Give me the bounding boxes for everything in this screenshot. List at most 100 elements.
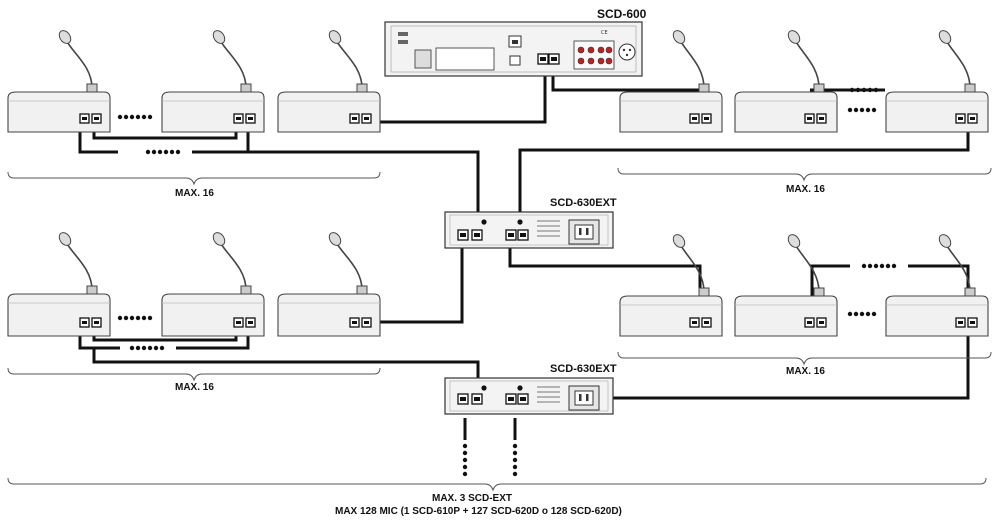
delegate-unit-body [619, 295, 723, 337]
dots-mid-right-row [847, 311, 877, 317]
gooseneck [219, 39, 247, 89]
ext-unit-input-ports [457, 393, 483, 405]
group-brackets [7, 167, 992, 492]
main-unit-output-ports [537, 53, 560, 65]
microphone-unit [885, 234, 989, 337]
microphone-base [964, 83, 976, 93]
gooseneck [65, 241, 93, 291]
main-unit-led [398, 40, 408, 44]
microphone-base [356, 83, 368, 93]
port-pin [82, 321, 87, 324]
bracket-mid-left [7, 367, 381, 382]
port-pin [364, 117, 369, 120]
ext-unit-output-ports [505, 229, 529, 241]
microphone-head-icon [58, 30, 72, 44]
ext-unit-output-ports [505, 393, 529, 405]
port-pin [248, 117, 253, 120]
main-unit-rca-jacks [577, 46, 613, 65]
main-unit-scd-600: CE SCD-600 [384, 7, 647, 77]
delegate-unit-body [619, 91, 723, 133]
dots-ext2-down-right [512, 443, 518, 477]
gooseneck [335, 39, 363, 89]
port-pin [958, 117, 963, 120]
ext-unit-led [517, 385, 523, 391]
port-pin [819, 117, 824, 120]
microphone-head-icon [787, 30, 801, 44]
dots-mid-left-row [117, 315, 153, 321]
delegate-unit-body [7, 293, 111, 337]
microphone-units [7, 30, 989, 337]
microphone-head-icon [672, 30, 686, 44]
dots-mid-left-cable [129, 345, 165, 351]
microphone-unit [734, 234, 838, 337]
microphone-head-icon [328, 30, 342, 44]
microphone-head-icon [212, 232, 226, 246]
microphone-unit [619, 30, 723, 133]
ext-unit-panel [449, 214, 609, 246]
microphone-unit [734, 30, 838, 133]
microphone-unit [619, 234, 723, 337]
microphone-head-icon [787, 234, 801, 248]
gooseneck [794, 39, 820, 89]
bracket-mid-right [617, 351, 992, 366]
microphone-head-icon [58, 232, 72, 246]
microphone-head-icon [212, 30, 226, 44]
group-label-top-left: MAX. 16 [175, 188, 214, 199]
main-unit-rca-block [573, 40, 615, 70]
bracket-top-right [617, 167, 992, 182]
port-pin [236, 117, 241, 120]
dots-top-left-row [117, 114, 153, 120]
ext-unit-panel [449, 380, 609, 412]
microphone-unit [161, 232, 265, 337]
delegate-unit-body [7, 91, 111, 133]
ext-unit-spec-lines [537, 386, 560, 403]
microphone-unit [277, 30, 381, 133]
delegate-unit-body [277, 91, 381, 133]
dots-top-right-row [847, 107, 877, 113]
continuation-dots [117, 87, 897, 477]
ext-unit-led [481, 219, 487, 225]
delegate-unit-body [277, 293, 381, 337]
ext-unit-label: SCD-630EXT [550, 363, 617, 375]
bracket-top-left [7, 171, 381, 186]
ext-unit-led [517, 219, 523, 225]
power-socket-icon [568, 219, 600, 245]
port-pin [819, 321, 824, 324]
microphone-base [86, 83, 98, 93]
port-pin [236, 321, 241, 324]
main-unit-display [435, 47, 495, 71]
ext-unit-input-ports [457, 229, 483, 241]
delegate-unit-body [161, 91, 265, 133]
dots-mid-right-cable [861, 263, 897, 269]
gooseneck [65, 39, 93, 89]
port-pin [692, 117, 697, 120]
dots-top-left-cable [145, 149, 181, 155]
port-pin [704, 117, 709, 120]
group-label-top-right: MAX. 16 [786, 184, 825, 195]
footer-line-1: MAX. 3 SCD-EXT [432, 493, 512, 504]
port-pin [970, 117, 975, 120]
port-pin [807, 117, 812, 120]
delegate-unit-body [885, 91, 989, 133]
microphone-head-icon [938, 234, 952, 248]
ext-unit-spec-lines [537, 220, 560, 237]
dots-ext2-down-left [462, 443, 468, 477]
power-socket-icon [568, 385, 600, 411]
microphone-base [698, 287, 710, 297]
port-pin [248, 321, 253, 324]
bracket-bottom [7, 477, 987, 492]
port-pin [692, 321, 697, 324]
xlr-socket-icon [618, 43, 636, 61]
ext-unit-label: SCD-630EXT [550, 197, 617, 209]
port-pin [970, 321, 975, 324]
port-pin [352, 117, 357, 120]
port-pin [958, 321, 963, 324]
gooseneck [794, 243, 820, 293]
microphone-unit [161, 30, 265, 133]
delegate-unit-body [885, 295, 989, 337]
gooseneck [945, 39, 971, 89]
port-pin [364, 321, 369, 324]
port-pin [807, 321, 812, 324]
